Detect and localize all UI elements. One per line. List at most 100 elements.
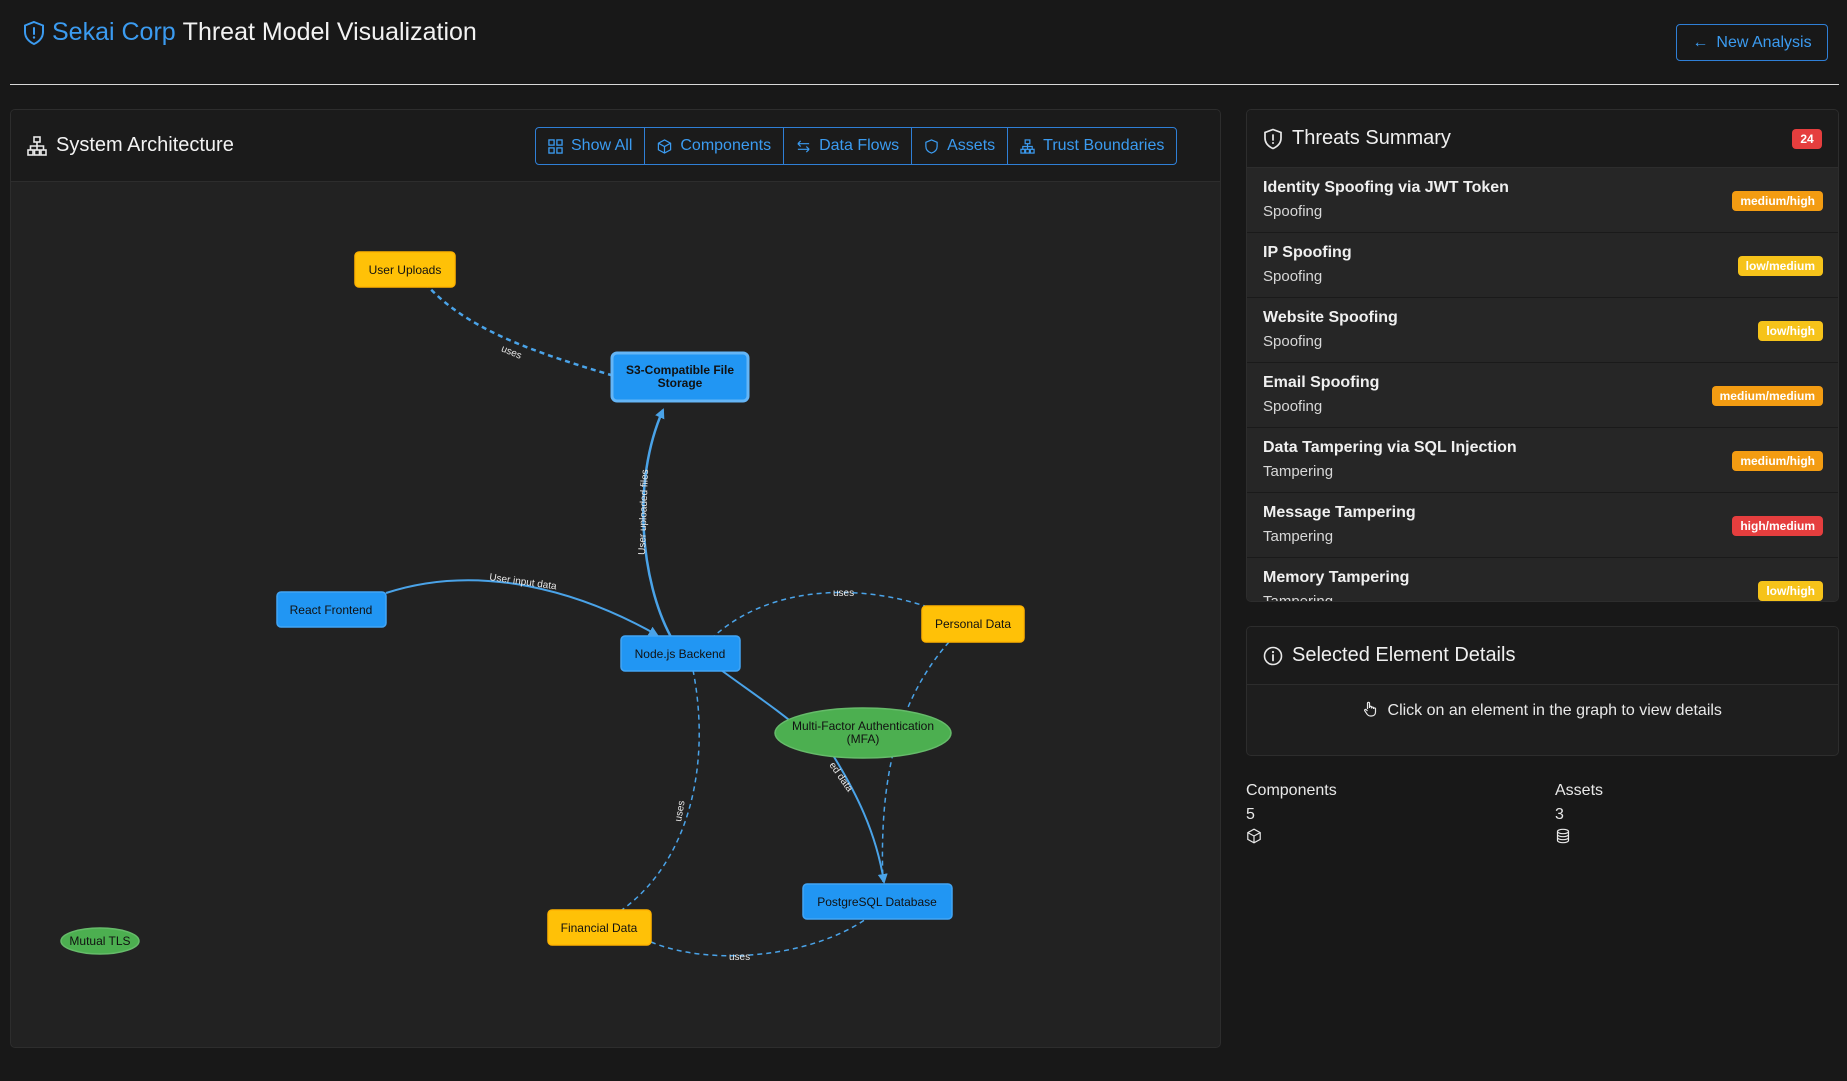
node-s3-label-line2: Storage bbox=[658, 376, 703, 390]
shield-icon bbox=[22, 20, 46, 46]
details-title-text: Selected Element Details bbox=[1292, 644, 1515, 667]
details-hint-text: Click on an element in the graph to view… bbox=[1388, 702, 1722, 719]
filter-data-flows-button[interactable]: Data Flows bbox=[784, 128, 912, 164]
selected-element-details-panel: Selected Element Details Click on an ele… bbox=[1246, 626, 1839, 756]
threat-item[interactable]: Message Tampering Tampering high/medium bbox=[1247, 493, 1838, 558]
threat-category: Spoofing bbox=[1263, 398, 1322, 415]
components-stat: Components 5 bbox=[1246, 782, 1337, 849]
components-stat-label: Components bbox=[1246, 782, 1337, 800]
cube-icon bbox=[657, 139, 672, 154]
threat-category: Tampering bbox=[1263, 593, 1333, 602]
threat-item[interactable]: IP Spoofing Spoofing low/medium bbox=[1247, 233, 1838, 298]
filter-button-group: Show All Components Data Flows Assets Tr… bbox=[535, 127, 1177, 165]
architecture-graph[interactable]: uses User uploaded files User input data… bbox=[11, 182, 1221, 1048]
filter-assets-button[interactable]: Assets bbox=[912, 128, 1008, 164]
node-mfa-label-line1: Multi-Factor Authentication bbox=[792, 719, 934, 733]
edge-personal-data-postgres[interactable] bbox=[882, 642, 949, 882]
threat-item[interactable]: Website Spoofing Spoofing low/high bbox=[1247, 298, 1838, 363]
node-s3-label-line1: S3-Compatible File bbox=[626, 363, 734, 377]
node-postgresql[interactable]: PostgreSQL Database bbox=[803, 884, 952, 919]
edge-backend-personal-data[interactable] bbox=[711, 592, 946, 639]
threat-name: Email Spoofing bbox=[1263, 374, 1379, 392]
database-icon bbox=[1555, 828, 1571, 844]
assets-stat: Assets 3 bbox=[1555, 782, 1603, 849]
edge-label-user-uploaded-files: User uploaded files bbox=[637, 469, 651, 555]
edge-backend-financial-data[interactable] bbox=[619, 670, 699, 912]
shield-icon bbox=[924, 139, 939, 154]
edge-react-backend[interactable] bbox=[386, 580, 657, 635]
title-text: Threat Model Visualization bbox=[183, 18, 477, 47]
node-user-uploads-label: User Uploads bbox=[369, 263, 442, 277]
page-title: Sekai Corp Threat Model Visualization bbox=[22, 18, 477, 47]
node-mfa-label-line2: (MFA) bbox=[847, 732, 880, 746]
severity-badge: low/high bbox=[1758, 581, 1823, 601]
new-analysis-button[interactable]: ← New Analysis bbox=[1676, 24, 1828, 61]
edge-label-uses-uploads: uses bbox=[499, 344, 523, 362]
details-title: Selected Element Details bbox=[1263, 644, 1515, 667]
severity-badge: medium/high bbox=[1732, 191, 1823, 211]
threat-category: Spoofing bbox=[1263, 333, 1322, 350]
node-nodejs-backend[interactable]: Node.js Backend bbox=[621, 636, 740, 671]
pointer-hand-icon bbox=[1363, 701, 1377, 717]
node-user-uploads[interactable]: User Uploads bbox=[355, 252, 455, 287]
threat-name: Message Tampering bbox=[1263, 504, 1416, 522]
edge-label-stored-data: ed data bbox=[827, 760, 855, 794]
threat-category: Spoofing bbox=[1263, 203, 1322, 220]
node-nodejs-backend-label: Node.js Backend bbox=[635, 647, 726, 661]
arrow-left-icon: ← bbox=[1692, 34, 1708, 52]
filter-show-all-button[interactable]: Show All bbox=[536, 128, 645, 164]
assets-stat-value: 3 bbox=[1555, 806, 1603, 824]
threat-list[interactable]: Identity Spoofing via JWT Token Spoofing… bbox=[1247, 168, 1838, 602]
severity-badge: low/medium bbox=[1738, 256, 1823, 276]
node-react-frontend-label: React Frontend bbox=[290, 603, 373, 617]
edge-label-user-input-data: User input data bbox=[489, 572, 558, 592]
new-analysis-label: New Analysis bbox=[1716, 34, 1811, 52]
brand-name: Sekai Corp bbox=[52, 18, 176, 47]
components-stat-value: 5 bbox=[1246, 806, 1337, 824]
threats-summary-panel: Threats Summary 24 Identity Spoofing via… bbox=[1246, 109, 1839, 602]
assets-stat-label: Assets bbox=[1555, 782, 1603, 800]
cube-icon bbox=[1246, 828, 1262, 844]
threat-name: Identity Spoofing via JWT Token bbox=[1263, 179, 1509, 197]
threat-item[interactable]: Data Tampering via SQL Injection Tamperi… bbox=[1247, 428, 1838, 493]
threat-name: IP Spoofing bbox=[1263, 244, 1352, 262]
architecture-title: System Architecture bbox=[27, 134, 234, 157]
threat-item[interactable]: Email Spoofing Spoofing medium/medium bbox=[1247, 363, 1838, 428]
node-mutual-tls-label: Mutual TLS bbox=[69, 934, 130, 948]
arrows-icon bbox=[796, 139, 811, 154]
filter-components-label: Components bbox=[680, 137, 771, 155]
threat-item[interactable]: Memory Tampering Tampering low/high bbox=[1247, 558, 1838, 602]
node-mfa[interactable]: Multi-Factor Authentication (MFA) bbox=[775, 708, 951, 758]
threats-summary-title-text: Threats Summary bbox=[1292, 127, 1451, 150]
network-icon bbox=[1020, 139, 1035, 154]
severity-badge: medium/medium bbox=[1712, 386, 1823, 406]
severity-badge: high/medium bbox=[1732, 516, 1823, 536]
architecture-panel: System Architecture Show All Components … bbox=[10, 109, 1221, 1048]
architecture-header: System Architecture Show All Components … bbox=[11, 110, 1220, 182]
node-financial-data[interactable]: Financial Data bbox=[548, 910, 651, 945]
edge-label-uses-financial: uses bbox=[673, 800, 688, 823]
filter-assets-label: Assets bbox=[947, 137, 995, 155]
grid-icon bbox=[548, 139, 563, 154]
header-divider bbox=[10, 84, 1839, 85]
severity-badge: medium/high bbox=[1732, 451, 1823, 471]
node-react-frontend[interactable]: React Frontend bbox=[277, 592, 386, 627]
filter-show-all-label: Show All bbox=[571, 137, 632, 155]
sitemap-icon bbox=[27, 136, 47, 156]
node-mutual-tls[interactable]: Mutual TLS bbox=[61, 928, 139, 954]
info-icon bbox=[1263, 646, 1283, 666]
filter-trust-boundaries-label: Trust Boundaries bbox=[1043, 137, 1164, 155]
filter-trust-boundaries-button[interactable]: Trust Boundaries bbox=[1008, 128, 1176, 164]
app-header: Sekai Corp Threat Model Visualization ← … bbox=[0, 0, 1847, 85]
filter-components-button[interactable]: Components bbox=[645, 128, 784, 164]
details-header: Selected Element Details bbox=[1247, 627, 1838, 685]
edge-label-uses-personal: uses bbox=[833, 588, 854, 599]
filter-data-flows-label: Data Flows bbox=[819, 137, 899, 155]
node-postgresql-label: PostgreSQL Database bbox=[817, 895, 937, 909]
node-s3-storage[interactable]: S3-Compatible File Storage bbox=[612, 353, 748, 401]
edge-financial-postgres[interactable] bbox=[651, 919, 866, 956]
threat-item[interactable]: Identity Spoofing via JWT Token Spoofing… bbox=[1247, 168, 1838, 233]
threat-name: Website Spoofing bbox=[1263, 309, 1398, 327]
threats-summary-header: Threats Summary 24 bbox=[1247, 110, 1838, 168]
node-personal-data[interactable]: Personal Data bbox=[922, 606, 1024, 642]
